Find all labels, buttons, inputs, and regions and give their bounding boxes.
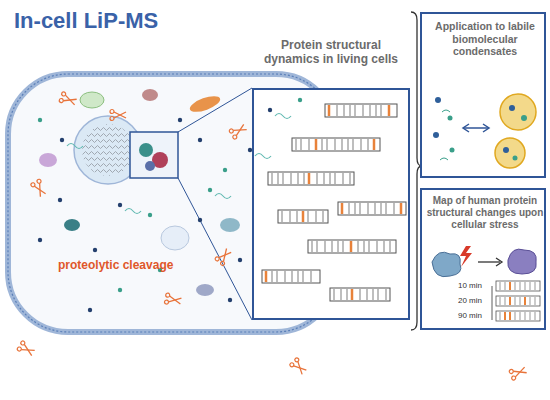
- protein: [196, 284, 214, 296]
- double-arrow: [464, 127, 488, 129]
- peptide-bars: [262, 104, 406, 301]
- title: In-cell LiP-MS: [14, 8, 158, 34]
- cell-region: proteolytic cleavage: [8, 74, 336, 332]
- condensate: [495, 138, 525, 168]
- condensate: [500, 94, 536, 130]
- scissors: [17, 91, 528, 380]
- protein: [220, 218, 240, 232]
- protein: [508, 249, 536, 274]
- panel-heading: Protein structural dynamics in living ce…: [252, 38, 410, 67]
- lightning: [460, 246, 472, 267]
- dots: [38, 98, 302, 312]
- stress-panel: Map of human protein structural changes …: [420, 188, 546, 330]
- panel-heading: Application to labile biomolecular conde…: [426, 20, 544, 58]
- zoom-square: [130, 132, 178, 178]
- time-label: 90 min: [458, 311, 482, 320]
- callout-text: proteolytic cleavage: [58, 258, 178, 272]
- time-label: 20 min: [458, 296, 482, 305]
- zoom-line: [178, 88, 252, 132]
- application-panel: Application to labile biomolecular conde…: [420, 12, 546, 178]
- protein: [39, 153, 57, 167]
- protein: [64, 219, 80, 231]
- zoom-line: [178, 178, 252, 320]
- protein: [139, 143, 153, 157]
- zoom-ground: [252, 88, 410, 320]
- vesicle: [80, 92, 104, 108]
- zoom-panel: Protein structural dynamics in living ce…: [252, 38, 410, 320]
- time-label: 10 min: [458, 281, 482, 290]
- peptide-bars: [496, 281, 540, 321]
- protein: [142, 89, 158, 101]
- chromatin: [82, 124, 134, 176]
- panel-heading: Map of human protein structural changes …: [426, 195, 544, 231]
- mitochondrion: [188, 93, 222, 115]
- vesicle: [161, 226, 189, 250]
- zoom-frame: [252, 88, 410, 320]
- protein: [145, 161, 155, 171]
- protein: [432, 252, 461, 277]
